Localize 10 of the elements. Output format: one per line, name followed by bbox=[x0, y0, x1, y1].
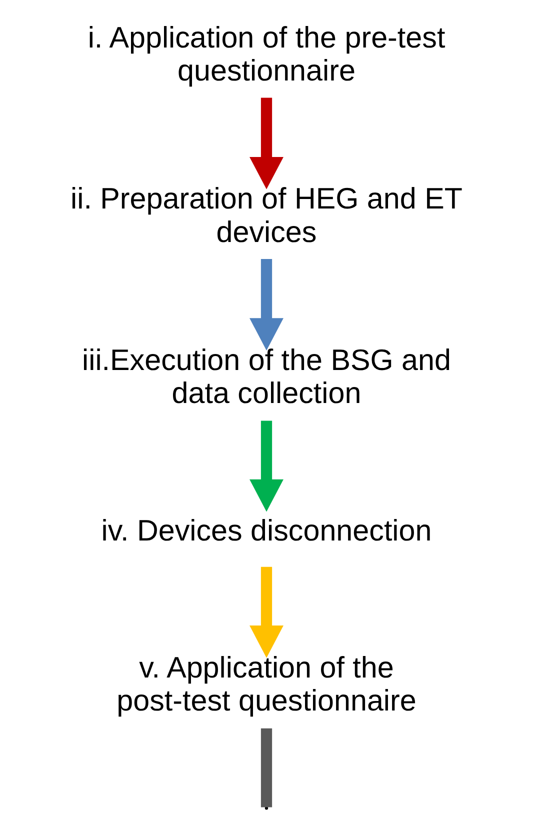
arrow bbox=[250, 98, 284, 190]
node-text: v. Application of the post-test questionnaire bbox=[116, 651, 416, 718]
node-text: ii. Preparation of HEG and ET devices bbox=[70, 182, 462, 249]
node-text: iii.Execution of the BSG and data collection bbox=[82, 344, 451, 410]
arrow bbox=[250, 420, 284, 512]
arrow bbox=[250, 258, 284, 350]
node-text: i. Application of the pre-test questionnaire bbox=[88, 21, 446, 88]
arrow bbox=[250, 566, 284, 658]
node-text: iv. Devices disconnection bbox=[101, 514, 432, 548]
connector bbox=[260, 728, 272, 808]
